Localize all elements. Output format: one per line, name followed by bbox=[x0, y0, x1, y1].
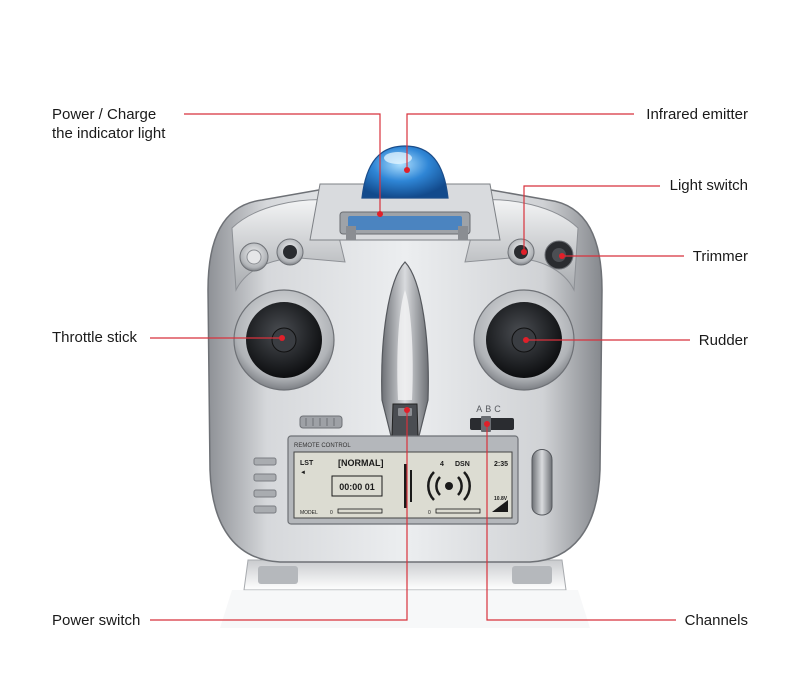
dot-channels bbox=[484, 421, 490, 427]
lcd-clock: 2:35 bbox=[494, 461, 508, 468]
channel-selector-switch[interactable] bbox=[470, 416, 514, 432]
label-power-switch: Power switch bbox=[52, 612, 141, 629]
lcd-timer-box bbox=[331, 475, 383, 497]
leader-power-charge bbox=[184, 113, 381, 212]
power-indicator-light bbox=[276, 238, 304, 266]
dot-infrared bbox=[404, 167, 410, 173]
label-power-charge: Power / Charge the indicator light bbox=[52, 105, 165, 143]
antenna-capsule bbox=[531, 449, 553, 516]
dot-trimmer bbox=[559, 253, 565, 259]
dot-light-switch bbox=[521, 249, 527, 255]
lcd-model: MODEL bbox=[300, 510, 318, 516]
panel-header: REMOTE CONTROL bbox=[294, 443, 351, 449]
lcd-signal-icon bbox=[427, 471, 471, 501]
label-channels: Channels bbox=[684, 612, 748, 629]
leader-channels bbox=[486, 424, 676, 621]
lcd-zero-left: 0 bbox=[330, 510, 333, 516]
dot-rudder bbox=[523, 337, 529, 343]
lcd-tag: LST bbox=[300, 460, 314, 467]
lcd-battery-bars bbox=[492, 500, 508, 512]
label-rudder: Rudder bbox=[698, 332, 748, 349]
lcd-arrow: ◄ bbox=[300, 470, 306, 476]
trimmer-knob[interactable] bbox=[544, 240, 574, 270]
lcd-zero-right: 0 bbox=[428, 510, 431, 516]
lcd-screen bbox=[293, 451, 513, 519]
base-stand bbox=[220, 559, 590, 628]
leader-power-switch bbox=[150, 410, 408, 621]
left-grip-ribs bbox=[253, 457, 277, 514]
dot-power-switch bbox=[404, 407, 410, 413]
remote-control-panel: REMOTE CONTROL LST ◄ [NORMAL] 4 DSN 2:35… bbox=[287, 435, 519, 525]
lcd-mode: [NORMAL] bbox=[338, 458, 384, 468]
leader-light-switch bbox=[523, 185, 660, 250]
small-button-left-a[interactable] bbox=[239, 242, 269, 272]
label-light-switch: Light switch bbox=[669, 177, 748, 194]
leader-infrared bbox=[406, 113, 634, 170]
leader-lines bbox=[150, 113, 690, 621]
lcd-timer: 00:00 01 bbox=[339, 482, 375, 492]
callout-dots bbox=[279, 167, 565, 427]
dot-power-charge bbox=[377, 211, 383, 217]
label-power-charge-line1: Power / Charge bbox=[52, 106, 157, 123]
dot-throttle bbox=[279, 335, 285, 341]
lcd-dsn: DSN bbox=[455, 461, 470, 468]
label-throttle-stick: Throttle stick bbox=[52, 329, 138, 346]
label-power-charge-line2: the indicator light bbox=[52, 125, 166, 142]
lcd-channel-num: 4 bbox=[440, 461, 444, 468]
lcd-voltage: 10.8V bbox=[494, 496, 508, 502]
channel-switch-letters: ABC bbox=[476, 404, 504, 414]
label-trimmer: Trimmer bbox=[692, 248, 748, 265]
vent-grille bbox=[299, 415, 343, 429]
label-infrared-emitter: Infrared emitter bbox=[646, 106, 748, 123]
